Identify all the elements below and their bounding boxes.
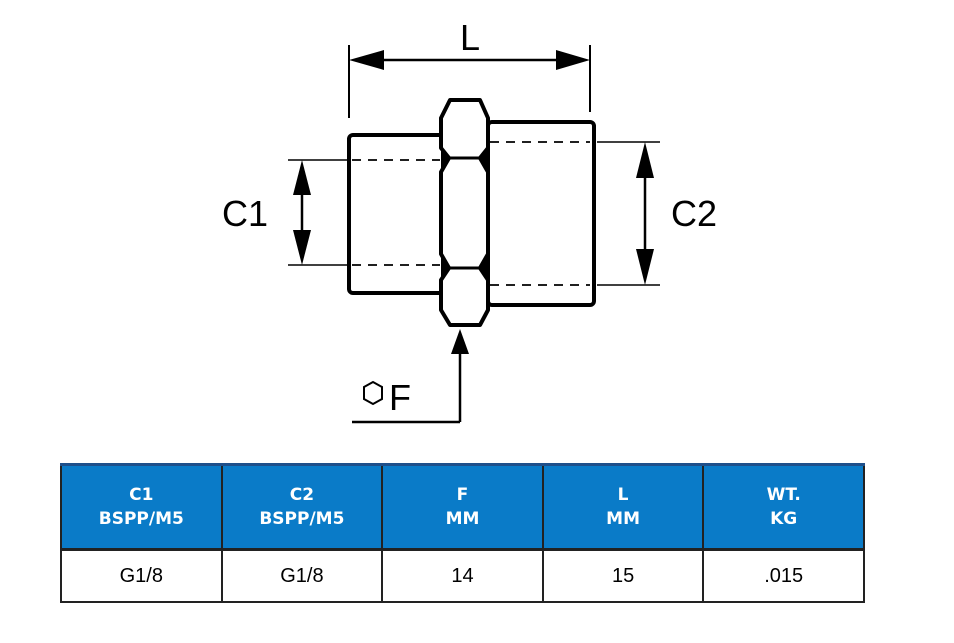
c2-arrow-bottom (636, 249, 654, 285)
c2-dimension (597, 141, 660, 286)
table-row: G1/8 G1/8 14 15 .015 (60, 549, 865, 603)
cell-c2: G1/8 (220, 549, 384, 603)
c1-arrow-top (293, 160, 311, 195)
f-arrow (451, 329, 469, 354)
cell-c1: G1/8 (60, 549, 223, 603)
hexagon-icon (363, 380, 383, 406)
cell-l: 15 (541, 549, 705, 603)
fitting-diagram: L C1 C2 F (222, 17, 717, 424)
c1-arrow-bottom (293, 230, 311, 265)
c2-arrow-top (636, 142, 654, 178)
length-dimension (348, 45, 591, 118)
c1-dimension (288, 159, 349, 266)
hex-nut-facets (449, 156, 480, 270)
length-label: L (460, 17, 480, 58)
thread-lines (352, 141, 590, 286)
hex-nut (439, 98, 490, 327)
length-arrow-right (556, 50, 590, 70)
cell-f: 14 (381, 549, 544, 603)
header-wt: WT.KG (702, 463, 865, 551)
hex-label: F (389, 377, 411, 418)
f-leader (352, 350, 462, 424)
length-arrow-left (349, 50, 384, 70)
c1-label: C1 (222, 193, 268, 234)
left-body (347, 133, 447, 295)
c2-label: C2 (671, 193, 717, 234)
hex-nut-shading (441, 148, 488, 280)
cell-wt: .015 (702, 549, 865, 603)
right-body (486, 120, 596, 307)
